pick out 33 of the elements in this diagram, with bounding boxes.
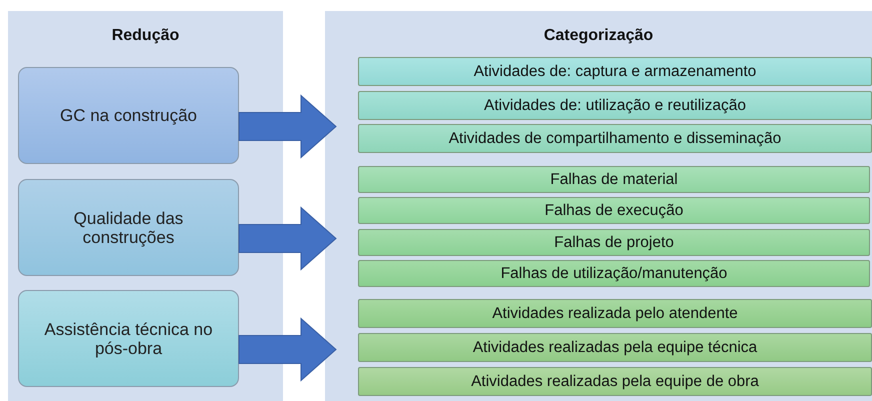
panel-heading: Redução [110,27,180,45]
item-label: Atividades de: captura e armazenamento [474,62,756,80]
item-bar [358,57,872,86]
category-box [18,179,239,276]
item-bar [358,367,872,396]
item-label: Atividades realizadas pela equipe de obra [471,372,759,390]
panel-background [325,11,872,401]
block-arrow [238,94,337,159]
panel-background [8,11,283,401]
item-label: Falhas de execução [544,202,684,220]
block-arrow [238,317,337,382]
box-label: Qualidade das construções [72,208,184,246]
box-label: GC na construção [58,106,198,125]
item-bar [358,229,870,256]
block-arrow [238,206,337,271]
item-bar [358,299,872,328]
item-label: Atividades de: utilização e reutilização [484,96,746,114]
item-bar [358,333,872,362]
item-label: Falhas de utilização/manutenção [500,264,728,282]
item-label: Falhas de material [550,170,678,188]
item-bar [358,197,870,224]
category-box [18,290,239,387]
box-label: Assistência técnica no pós-obra [43,320,214,358]
item-label: Atividades realizadas pela equipe técnica [472,338,758,356]
category-box [18,67,239,164]
item-label: Atividades realizada pelo atendente [492,304,738,322]
panel-heading: Categorização [542,27,654,45]
item-bar [358,124,872,153]
item-bar [358,91,872,120]
item-bar [358,260,870,287]
item-label: Falhas de projeto [554,234,674,252]
item-label: Atividades de compartilhamento e disseminação [448,130,782,148]
item-bar [358,166,870,193]
